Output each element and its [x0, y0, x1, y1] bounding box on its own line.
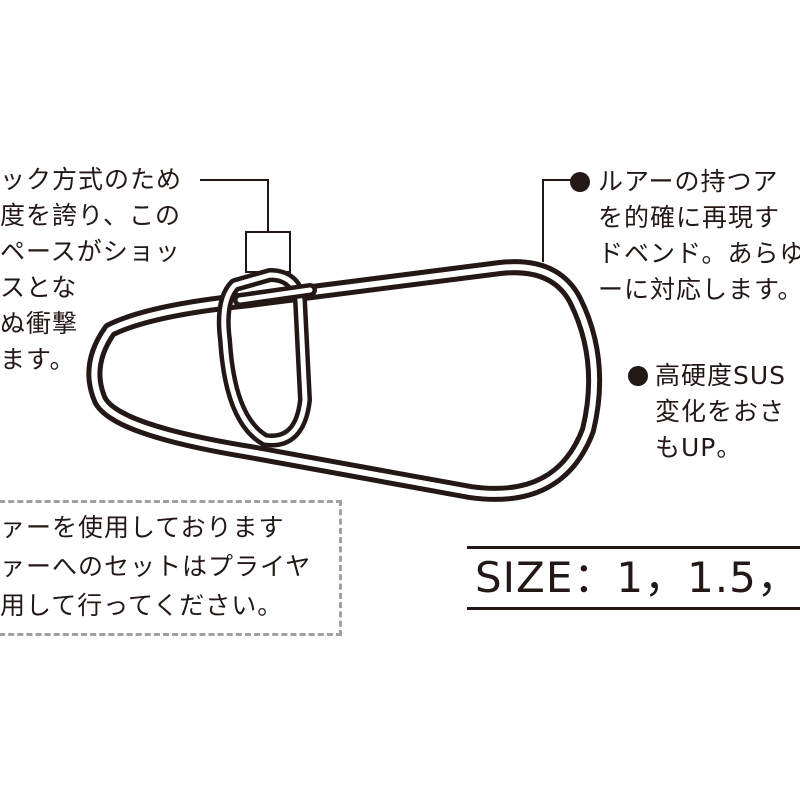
text-line: ペースがショッ — [0, 237, 181, 266]
text-line: ーに対応します。 — [598, 275, 800, 304]
text-line: 度を誇り、この — [0, 201, 182, 230]
text-line: ぬ衝撃 — [0, 309, 79, 338]
bullet-icon — [628, 366, 648, 386]
text-line: 高硬度SUS — [655, 361, 787, 390]
size-label: SIZE：1，1.5，2，3 — [475, 553, 800, 602]
size-box: SIZE：1，1.5，2，3 — [467, 546, 800, 610]
text-line: ァーへのセットはプライヤ — [0, 552, 312, 581]
leader-line-left — [200, 179, 269, 232]
lock-callout-box — [245, 231, 291, 273]
text-line: ドベンド。あらゆ — [598, 239, 800, 268]
text-line: ます。 — [0, 345, 76, 374]
bullet-icon — [570, 172, 590, 192]
text-line: ァーを使用しております — [0, 513, 285, 542]
text-line: を的確に再現す — [598, 203, 781, 232]
text-line: 用して行ってください。 — [0, 591, 284, 620]
text-line: スとな — [0, 273, 78, 302]
text-line: ック方式のため — [0, 165, 183, 194]
left-callout-text: ック方式のため 度を誇り、この ペースがショッ スとな ぬ衝撃 ます。 — [0, 162, 182, 378]
note-box-text: ァーを使用しております ァーへのセットはプライヤ 用して行ってください。 — [0, 508, 311, 625]
leader-line-right — [542, 179, 578, 262]
text-line: 変化をおさ — [655, 397, 786, 426]
text-line: ルアーの持つア — [598, 167, 779, 196]
text-line: もUP。 — [655, 433, 743, 462]
note-box — [0, 500, 342, 636]
right-callout-1-text: ルアーの持つア を的確に再現す ドベンド。あらゆ ーに対応します。 — [598, 164, 800, 308]
right-callout-2-text: 高硬度SUS 変化をおさ もUP。 — [655, 358, 786, 466]
